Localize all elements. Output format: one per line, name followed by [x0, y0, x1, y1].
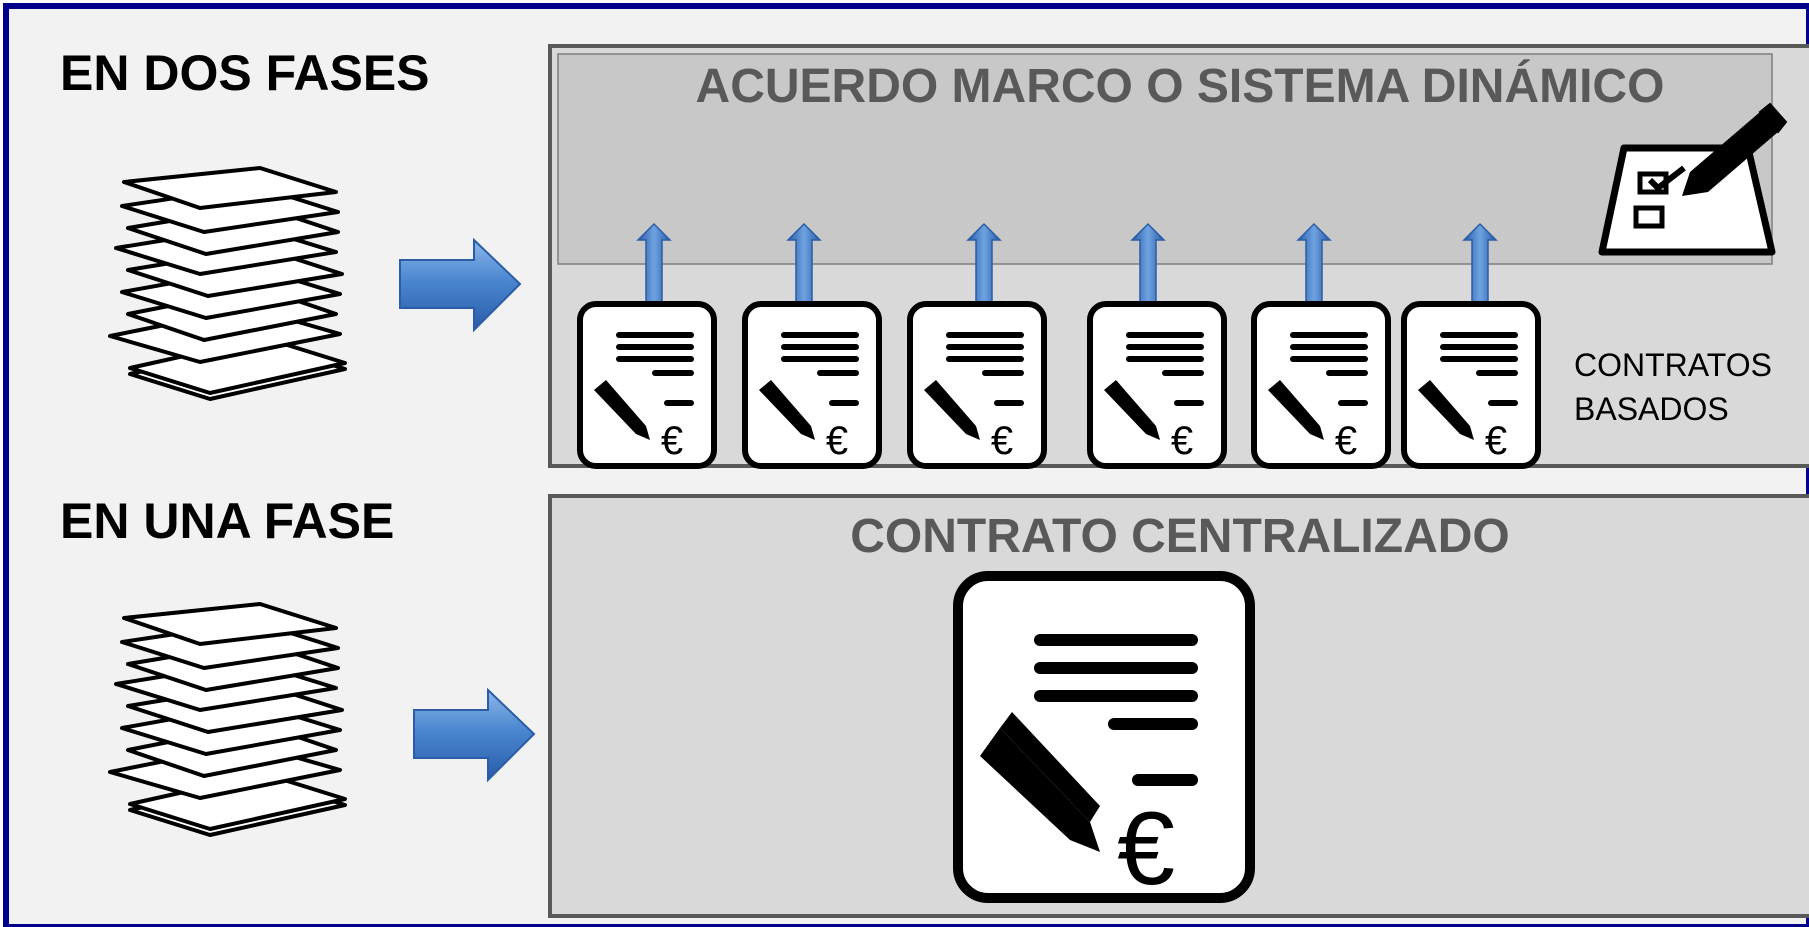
right-arrow-icon — [413, 687, 536, 783]
up-arrow-icon — [1462, 222, 1498, 303]
checklist-pen-icon — [1598, 102, 1788, 256]
based-contract-document-icon — [1404, 304, 1538, 466]
up-arrow-icon — [786, 222, 822, 303]
contracts-label-line2: BASADOS — [1574, 391, 1729, 427]
up-arrow-icon — [636, 222, 672, 303]
based-contract-document-icon — [910, 304, 1044, 466]
centralized-contract-document-icon: € — [953, 571, 1255, 907]
euro-symbol: € — [1117, 791, 1175, 907]
framework-agreement-header — [557, 53, 1773, 265]
up-arrows — [636, 222, 1498, 303]
framework-agreement-title: ACUERDO MARCO O SISTEMA DINÁMICO — [696, 59, 1665, 113]
centralized-contract-title: CONTRATO CENTRALIZADO — [850, 510, 1510, 563]
two-phase-heading: EN DOS FASES — [60, 45, 430, 101]
up-arrow-icon — [1130, 222, 1166, 303]
based-contract-document-icon — [1090, 304, 1224, 466]
up-arrow-icon — [966, 222, 1002, 303]
based-contract-document-icon — [580, 304, 714, 466]
based-contract-document-icon — [745, 304, 879, 466]
right-arrow-icon — [399, 237, 522, 333]
one-phase-heading: EN UNA FASE — [60, 493, 394, 549]
up-arrow-icon — [1296, 222, 1332, 303]
based-contract-document-icon — [1254, 304, 1388, 466]
contracts-label-line1: CONTRATOS — [1574, 347, 1772, 383]
